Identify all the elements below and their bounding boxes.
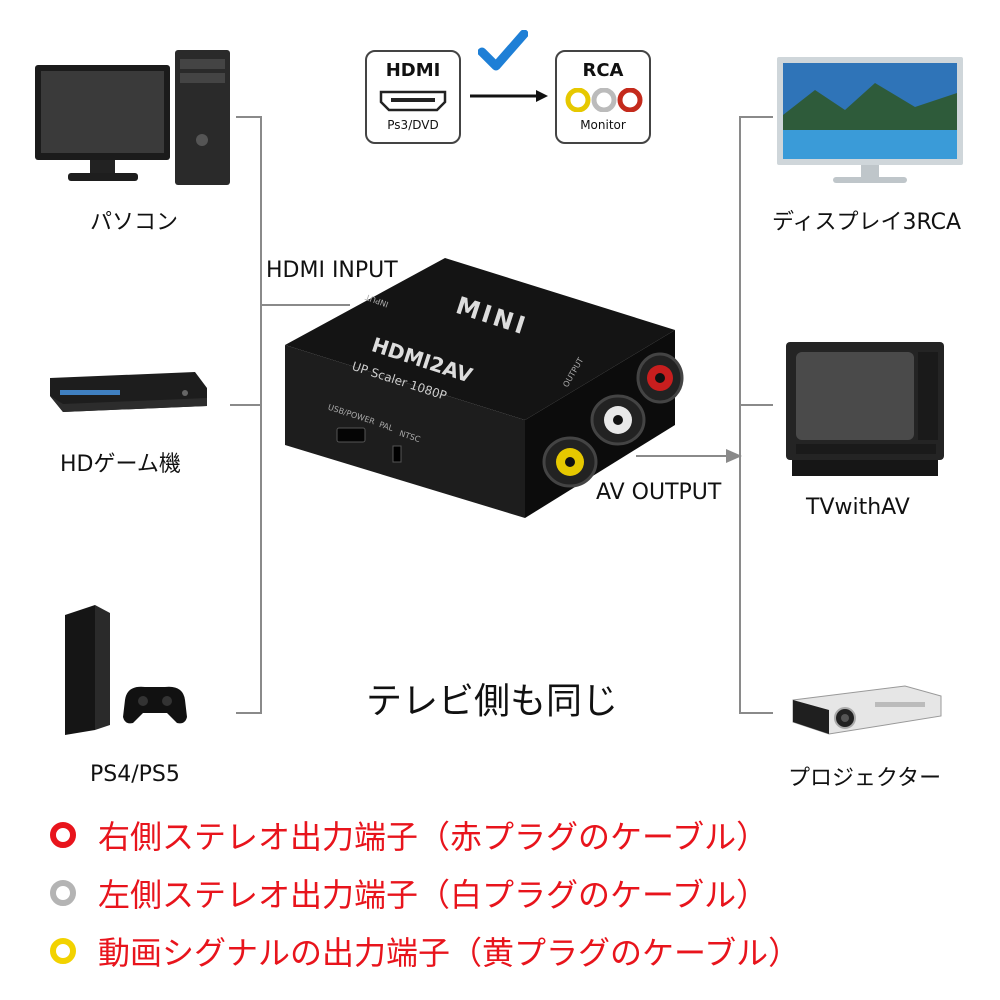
legend-row-yellow: 動画シグナルの出力端子（黄プラグのケーブル） xyxy=(50,928,800,974)
legend-text-yellow: 動画シグナルの出力端子（黄プラグのケーブル） xyxy=(98,934,801,972)
right-connector-display xyxy=(739,116,773,118)
rca-box-title: RCA xyxy=(582,60,624,81)
hdmi-input-label: HDMI INPUT xyxy=(266,258,398,283)
tv-label: TVwithAV xyxy=(806,495,910,520)
white-plug-icon xyxy=(50,880,76,906)
converter-device: MINI HDMI2AV UP Scaler 1080P INPUT OUTPU… xyxy=(275,250,695,530)
legend-text-red: 右側ステレオ出力端子（赤プラグのケーブル） xyxy=(98,818,769,856)
hdmi-box: HDMI Ps3/DVD xyxy=(365,50,461,144)
yellow-plug-icon xyxy=(50,938,76,964)
input-connector xyxy=(260,304,350,306)
hdmi-box-sub: Ps3/DVD xyxy=(387,118,439,132)
rca-box: RCA Monitor xyxy=(555,50,651,144)
left-connector-pc xyxy=(236,116,262,118)
red-plug-icon xyxy=(50,822,76,848)
legend-row-white: 左側ステレオ出力端子（白プラグのケーブル） xyxy=(50,870,768,916)
display-image xyxy=(775,55,965,190)
hd-game-image xyxy=(45,368,210,418)
right-connector-tv xyxy=(739,404,773,406)
av-output-label: AV OUTPUT xyxy=(596,480,722,505)
left-connector-ps xyxy=(236,712,262,714)
hdmi-box-title: HDMI xyxy=(385,60,441,81)
legend-row-red: 右側ステレオ出力端子（赤プラグのケーブル） xyxy=(50,812,768,858)
projector-label: プロジェクター xyxy=(788,766,942,791)
pc-label: パソコン xyxy=(90,210,179,235)
ps-image xyxy=(55,605,195,740)
right-connector-projector xyxy=(739,712,773,714)
checkmark-icon xyxy=(477,29,529,76)
note-text: テレビ側も同じ xyxy=(366,681,619,722)
hdmi-port-icon xyxy=(379,90,447,112)
left-connector-line xyxy=(260,117,262,713)
rca-jacks-icon xyxy=(565,88,643,112)
legend-text-white: 左側ステレオ出力端子（白プラグのケーブル） xyxy=(98,876,769,914)
tv-image xyxy=(782,340,948,480)
pc-image xyxy=(30,45,240,195)
left-connector-game xyxy=(230,404,262,406)
arrow-icon xyxy=(470,88,550,108)
hd-game-label: HDゲーム機 xyxy=(60,452,181,477)
projector-image xyxy=(785,680,945,740)
display-label: ディスプレイ3RCA xyxy=(772,210,962,235)
right-connector-line xyxy=(739,117,741,713)
output-arrow xyxy=(636,446,746,470)
ps-label: PS4/PS5 xyxy=(90,762,180,787)
rca-box-sub: Monitor xyxy=(580,118,626,132)
